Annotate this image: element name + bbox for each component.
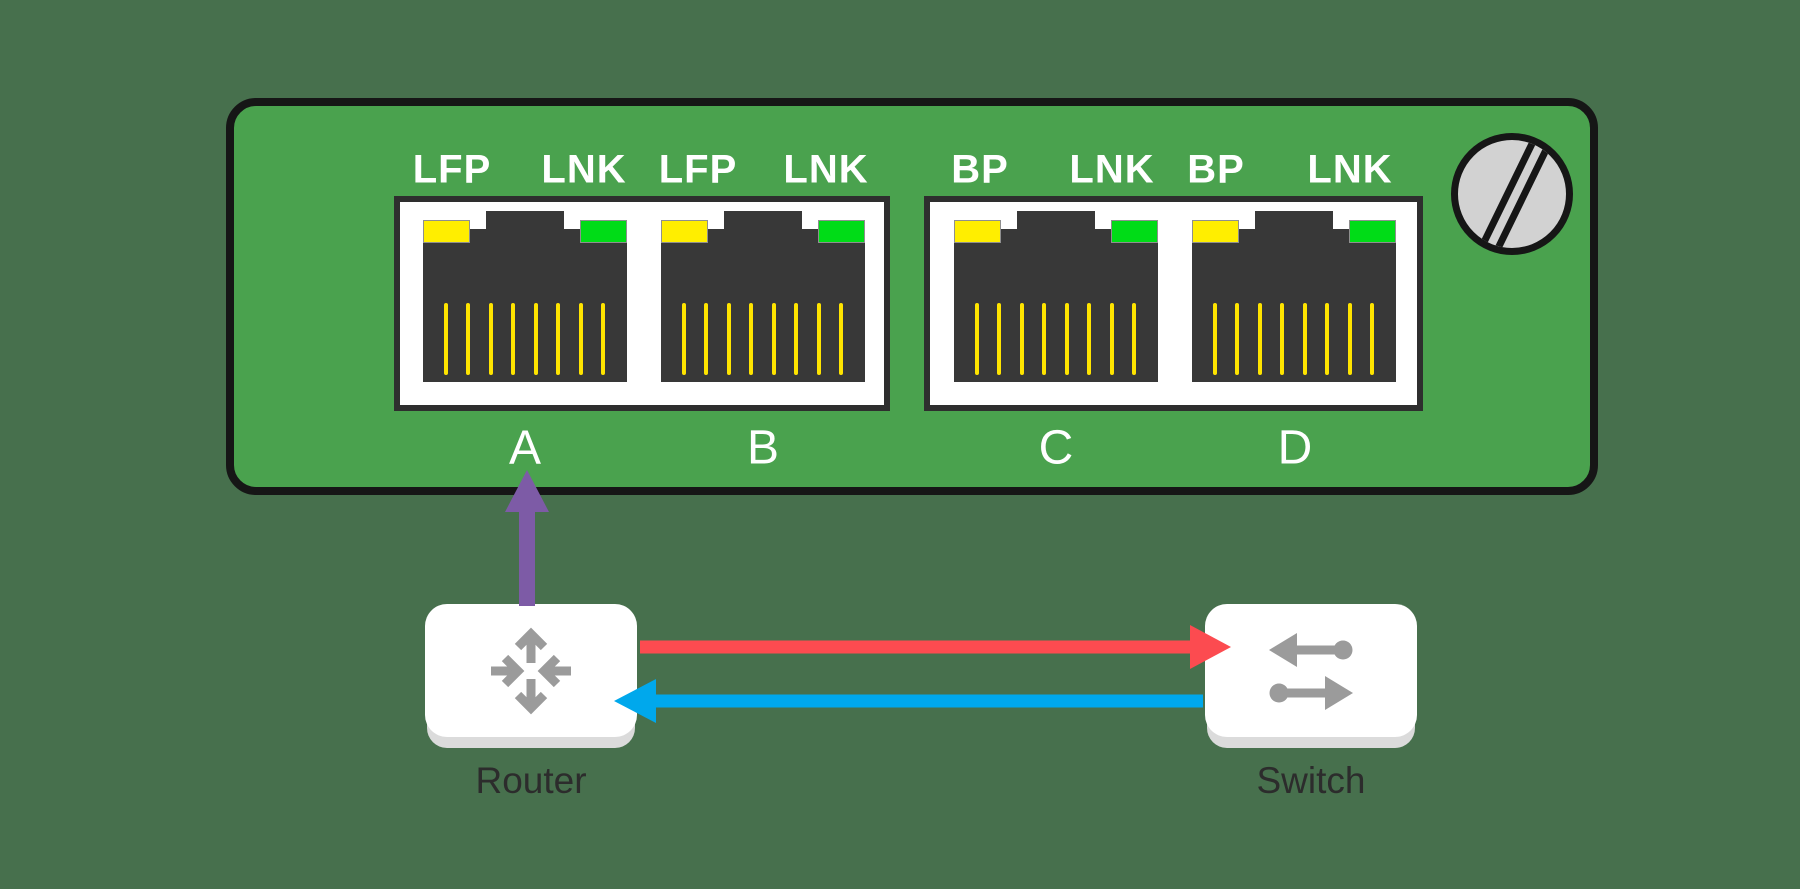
- jack-pin: [682, 303, 686, 375]
- port-letter-C: C: [1038, 421, 1074, 475]
- led-label-lfp-A: LFP: [412, 147, 492, 192]
- jack-pin: [1109, 303, 1114, 375]
- jack-pin: [1087, 303, 1092, 375]
- port-letter-B: B: [746, 421, 780, 475]
- jack-pin: [749, 303, 754, 375]
- jack-pin: [1213, 303, 1217, 375]
- jack-pin: [1257, 303, 1262, 375]
- jack-pin: [511, 303, 516, 375]
- screw-icon: [1451, 133, 1573, 255]
- led-green-B: [818, 220, 865, 243]
- jack-pin: [1325, 303, 1330, 375]
- led-label-bp-C: BP: [951, 147, 1009, 192]
- switch-node: [1205, 604, 1417, 737]
- led-label-lnk-B: LNK: [783, 147, 869, 192]
- led-yellow-B: [661, 220, 708, 243]
- jack-pin: [466, 303, 471, 375]
- led-label-lfp-B: LFP: [658, 147, 738, 192]
- jack-pin: [578, 303, 583, 375]
- jack-pin: [1302, 303, 1307, 375]
- arrow-switch-to-router: [614, 679, 1203, 723]
- rj45-jack-tab: [1017, 211, 1095, 241]
- rj45-jack-tab: [1255, 211, 1333, 241]
- jack-pin: [816, 303, 821, 375]
- jack-pin: [794, 303, 799, 375]
- switch-icon: [1269, 633, 1353, 710]
- led-green-A: [580, 220, 627, 243]
- switch-label: Switch: [1256, 760, 1366, 801]
- led-green-C: [1111, 220, 1158, 243]
- jack-pin: [1042, 303, 1047, 375]
- jack-pin: [997, 303, 1002, 375]
- jack-pin: [488, 303, 493, 375]
- led-label-lnk-A: LNK: [541, 147, 627, 192]
- jack-pin: [1064, 303, 1069, 375]
- rj45-jack-D: [1192, 229, 1396, 382]
- router-icon: [491, 627, 571, 715]
- jack-pin: [533, 303, 538, 375]
- jack-pin: [839, 303, 843, 375]
- led-label-bp-D: BP: [1187, 147, 1245, 192]
- rj45-jack-tab: [724, 211, 802, 241]
- rj45-jack-A: [423, 229, 627, 382]
- jack-pin: [1132, 303, 1136, 375]
- led-label-lnk-D: LNK: [1307, 147, 1393, 192]
- jack-pin: [1235, 303, 1240, 375]
- jack-pin: [771, 303, 776, 375]
- jack-pin: [601, 303, 605, 375]
- jack-pin: [444, 303, 448, 375]
- port-letter-D: D: [1277, 421, 1313, 475]
- router-node: [425, 604, 637, 737]
- rj45-jack-C: [954, 229, 1158, 382]
- jack-pin: [726, 303, 731, 375]
- jack-pin: [1370, 303, 1374, 375]
- jack-pin: [1019, 303, 1024, 375]
- arrow-router-to-switch: [640, 625, 1231, 669]
- rj45-jack-B: [661, 229, 865, 382]
- led-label-lnk-C: LNK: [1069, 147, 1155, 192]
- led-yellow-D: [1192, 220, 1239, 243]
- jack-pin: [704, 303, 709, 375]
- rj45-jack-tab: [486, 211, 564, 241]
- port-letter-A: A: [508, 421, 542, 475]
- jack-pin: [975, 303, 979, 375]
- jack-pin: [1347, 303, 1352, 375]
- led-yellow-A: [423, 220, 470, 243]
- router-label: Router: [475, 760, 587, 801]
- led-green-D: [1349, 220, 1396, 243]
- jack-pin: [556, 303, 561, 375]
- led-yellow-C: [954, 220, 1001, 243]
- jack-pin: [1280, 303, 1285, 375]
